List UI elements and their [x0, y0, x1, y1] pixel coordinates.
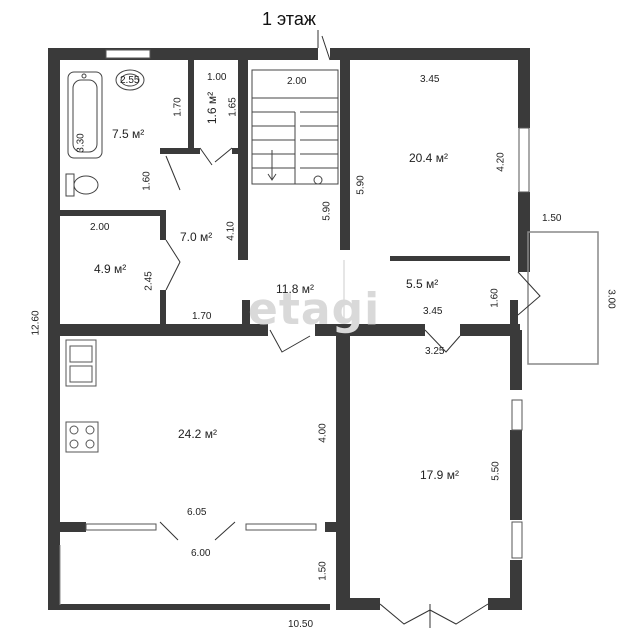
toilet-icon — [65, 173, 99, 197]
dim-vest-h: 1.60 — [489, 288, 501, 308]
dim-terrace-h: 1.50 — [317, 561, 329, 581]
dim-total-h: 12.60 — [30, 310, 42, 336]
floor-title: 1 этаж — [262, 9, 316, 29]
balcony-outline — [527, 231, 599, 365]
dim-bath-h: 1.70 — [172, 97, 184, 117]
bathtub-icon — [67, 71, 103, 159]
dim-bath-width: 2.55 — [120, 75, 140, 86]
room-area-kitchen-living: 24.2 м² — [178, 427, 217, 441]
dim-ne-h: 4.20 — [495, 152, 507, 172]
dim-balcony-w: 1.50 — [542, 213, 562, 224]
dim-stair-h: 5.90 — [321, 201, 333, 221]
dim-corridor-w: 1.70 — [192, 311, 212, 322]
dim-total-w: 10.50 — [288, 619, 314, 630]
room-area-bathroom: 7.5 м² — [112, 127, 145, 141]
room-area-wc: 1.6 м² — [205, 91, 220, 125]
walls — [48, 48, 530, 610]
room-area-ne: 20.4 м² — [409, 151, 448, 165]
dim-se-w: 3.25 — [425, 346, 445, 357]
windows — [85, 49, 530, 559]
dim-kitchen-h: 4.00 — [317, 423, 329, 443]
watermark: etagi — [248, 284, 381, 335]
dim-small-h: 2.45 — [143, 271, 155, 291]
dim-corridor-h: 4.10 — [225, 221, 237, 241]
room-area-vestibule: 5.5 м² — [406, 277, 439, 291]
doors — [159, 30, 541, 628]
room-area-stair-hall: 11.8 м² — [276, 282, 315, 296]
kitchen-sink-icon — [65, 339, 97, 387]
dim-small-w: 2.00 — [90, 222, 110, 233]
dim-balcony-h: 3.00 — [605, 289, 617, 309]
room-area-se: 17.9 м² — [420, 468, 459, 482]
dim-terrace-w: 6.00 — [191, 548, 211, 559]
stairs — [251, 69, 339, 185]
dim-kitchen-w: 6.05 — [187, 507, 207, 518]
dim-wc-h: 1.65 — [227, 97, 239, 117]
dim-stair-w: 2.00 — [287, 76, 307, 87]
dim-ne-full-h: 5.90 — [355, 175, 367, 195]
dim-ne-w: 3.45 — [420, 74, 440, 85]
dim-bath-door: 1.60 — [141, 171, 153, 191]
dim-vest-w: 3.45 — [423, 306, 443, 317]
stove-icon — [65, 421, 99, 453]
dim-se-h: 5.50 — [490, 461, 502, 481]
room-area-small-room: 4.9 м² — [94, 262, 127, 276]
dim-wc-w: 1.00 — [207, 72, 227, 83]
sink-icon — [115, 69, 145, 91]
room-area-corridor: 7.0 м² — [180, 230, 213, 244]
dim-bath-length: 3.30 — [75, 133, 87, 153]
